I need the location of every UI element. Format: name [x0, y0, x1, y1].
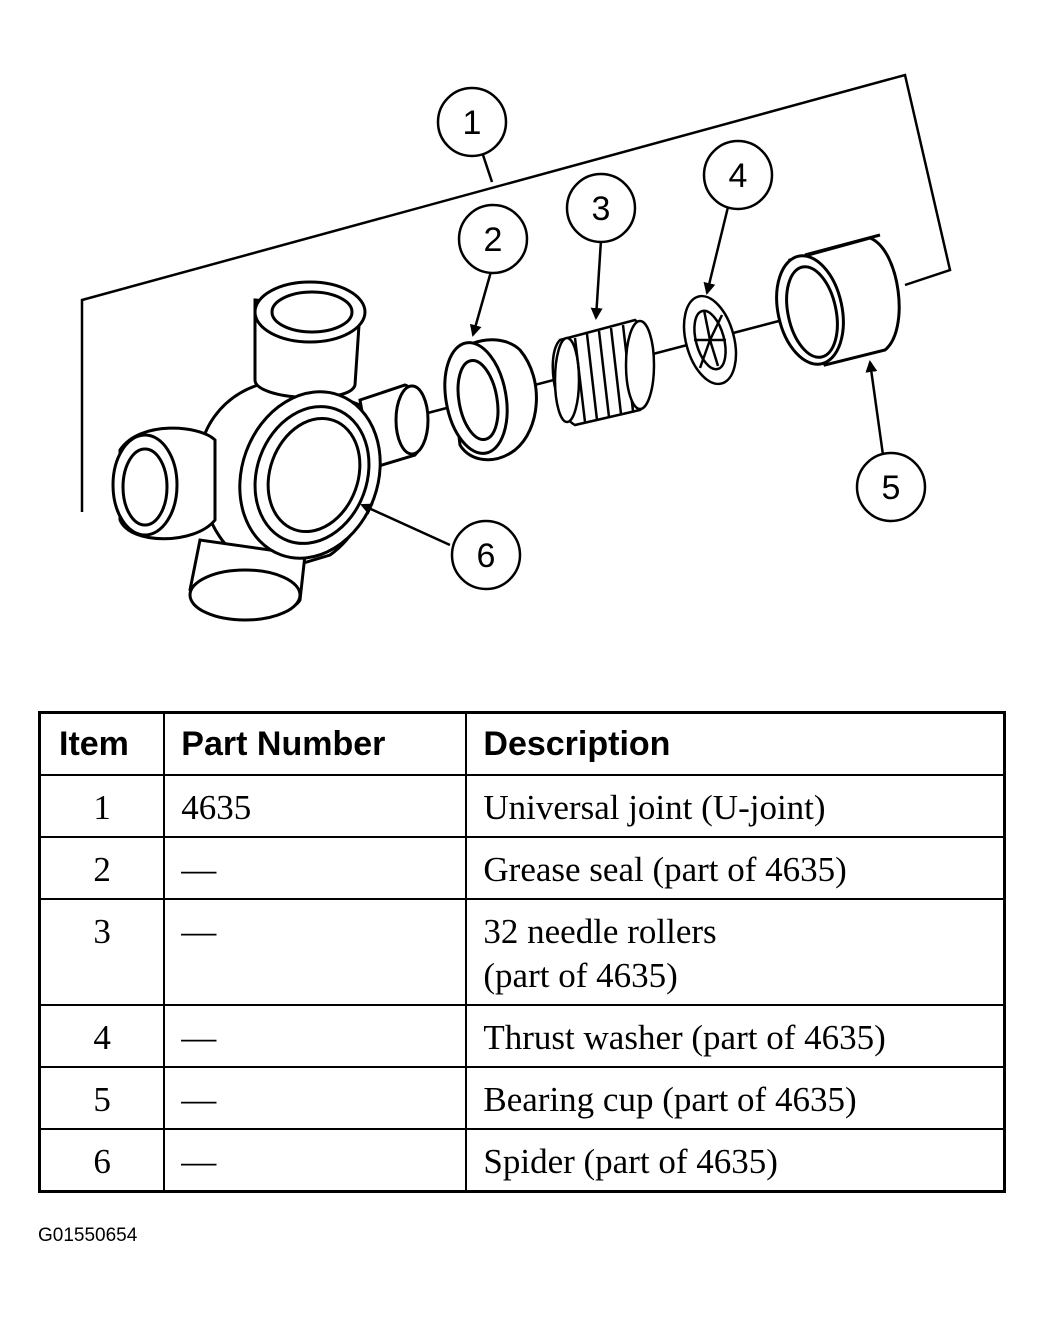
description-line: Grease seal (part of 4635)	[483, 850, 847, 889]
callout-6: 6	[450, 519, 522, 591]
callout-label: 5	[882, 469, 901, 507]
callout-label: 6	[477, 537, 496, 575]
cell-part-number: —	[163, 1004, 468, 1068]
needle-rollers-part	[551, 318, 656, 427]
callout-1: 1	[436, 86, 508, 158]
cell-item: 5	[38, 1066, 166, 1130]
description-line: (part of 4635)	[483, 956, 678, 995]
figure-id: G01550654	[38, 1225, 138, 1246]
exploded-view-diagram: 1 2 3 4 5 6	[80, 73, 952, 622]
table-row: 1 4635 Universal joint (U-joint)	[38, 774, 1006, 838]
thrust-washer-part	[682, 294, 738, 386]
callout-4: 4	[702, 139, 774, 211]
callout-label: 2	[484, 221, 503, 259]
cell-item: 3	[38, 898, 166, 1006]
description-line: Universal joint (U-joint)	[483, 788, 826, 827]
cell-part-number: —	[163, 898, 468, 1006]
cell-item: 2	[38, 836, 166, 900]
table-header-row: Item Part Number Description	[38, 711, 1006, 776]
cell-description: Universal joint (U-joint)	[465, 774, 1006, 838]
table-row: 6 — Spider (part of 4635)	[38, 1128, 1006, 1193]
parts-table: Item Part Number Description 1 4635 Univ…	[38, 711, 1006, 1193]
header-description: Description	[465, 711, 1006, 776]
callout-2: 2	[457, 203, 529, 275]
table-row: 2 — Grease seal (part of 4635)	[38, 836, 1006, 900]
description-line: Thrust washer (part of 4635)	[483, 1018, 886, 1057]
leader-lines	[360, 154, 885, 547]
bearing-cup-part	[775, 233, 901, 367]
description-line: 32 needle rollers	[483, 912, 717, 951]
header-part-number: Part Number	[163, 711, 468, 776]
cell-part-number: —	[163, 1066, 468, 1130]
header-item: Item	[38, 711, 166, 776]
table-row: 4 — Thrust washer (part of 4635)	[38, 1004, 1006, 1068]
table-row: 5 — Bearing cup (part of 4635)	[38, 1066, 1006, 1130]
grease-seal-part	[443, 338, 538, 462]
cell-item: 4	[38, 1004, 166, 1068]
cell-item: 6	[38, 1128, 166, 1193]
assembly-bracket	[80, 73, 952, 512]
callout-label: 1	[463, 104, 482, 142]
callout-label: 3	[592, 190, 611, 228]
cell-description: Bearing cup (part of 4635)	[465, 1066, 1006, 1130]
cell-item: 1	[38, 774, 166, 838]
cell-description: 32 needle rollers (part of 4635)	[465, 898, 1006, 1006]
callout-label: 4	[729, 157, 748, 195]
cell-description: Grease seal (part of 4635)	[465, 836, 1006, 900]
cell-description: Thrust washer (part of 4635)	[465, 1004, 1006, 1068]
table-row: 3 — 32 needle rollers (part of 4635)	[38, 898, 1006, 1006]
cell-description: Spider (part of 4635)	[465, 1128, 1006, 1193]
cell-part-number: —	[163, 836, 468, 900]
description-line: Bearing cup (part of 4635)	[483, 1080, 857, 1119]
cell-part-number: 4635	[163, 774, 468, 838]
spider-part	[111, 280, 430, 622]
description-line: Spider (part of 4635)	[483, 1142, 778, 1181]
callout-5: 5	[855, 451, 927, 523]
cell-part-number: —	[163, 1128, 468, 1193]
callout-3: 3	[565, 172, 637, 244]
